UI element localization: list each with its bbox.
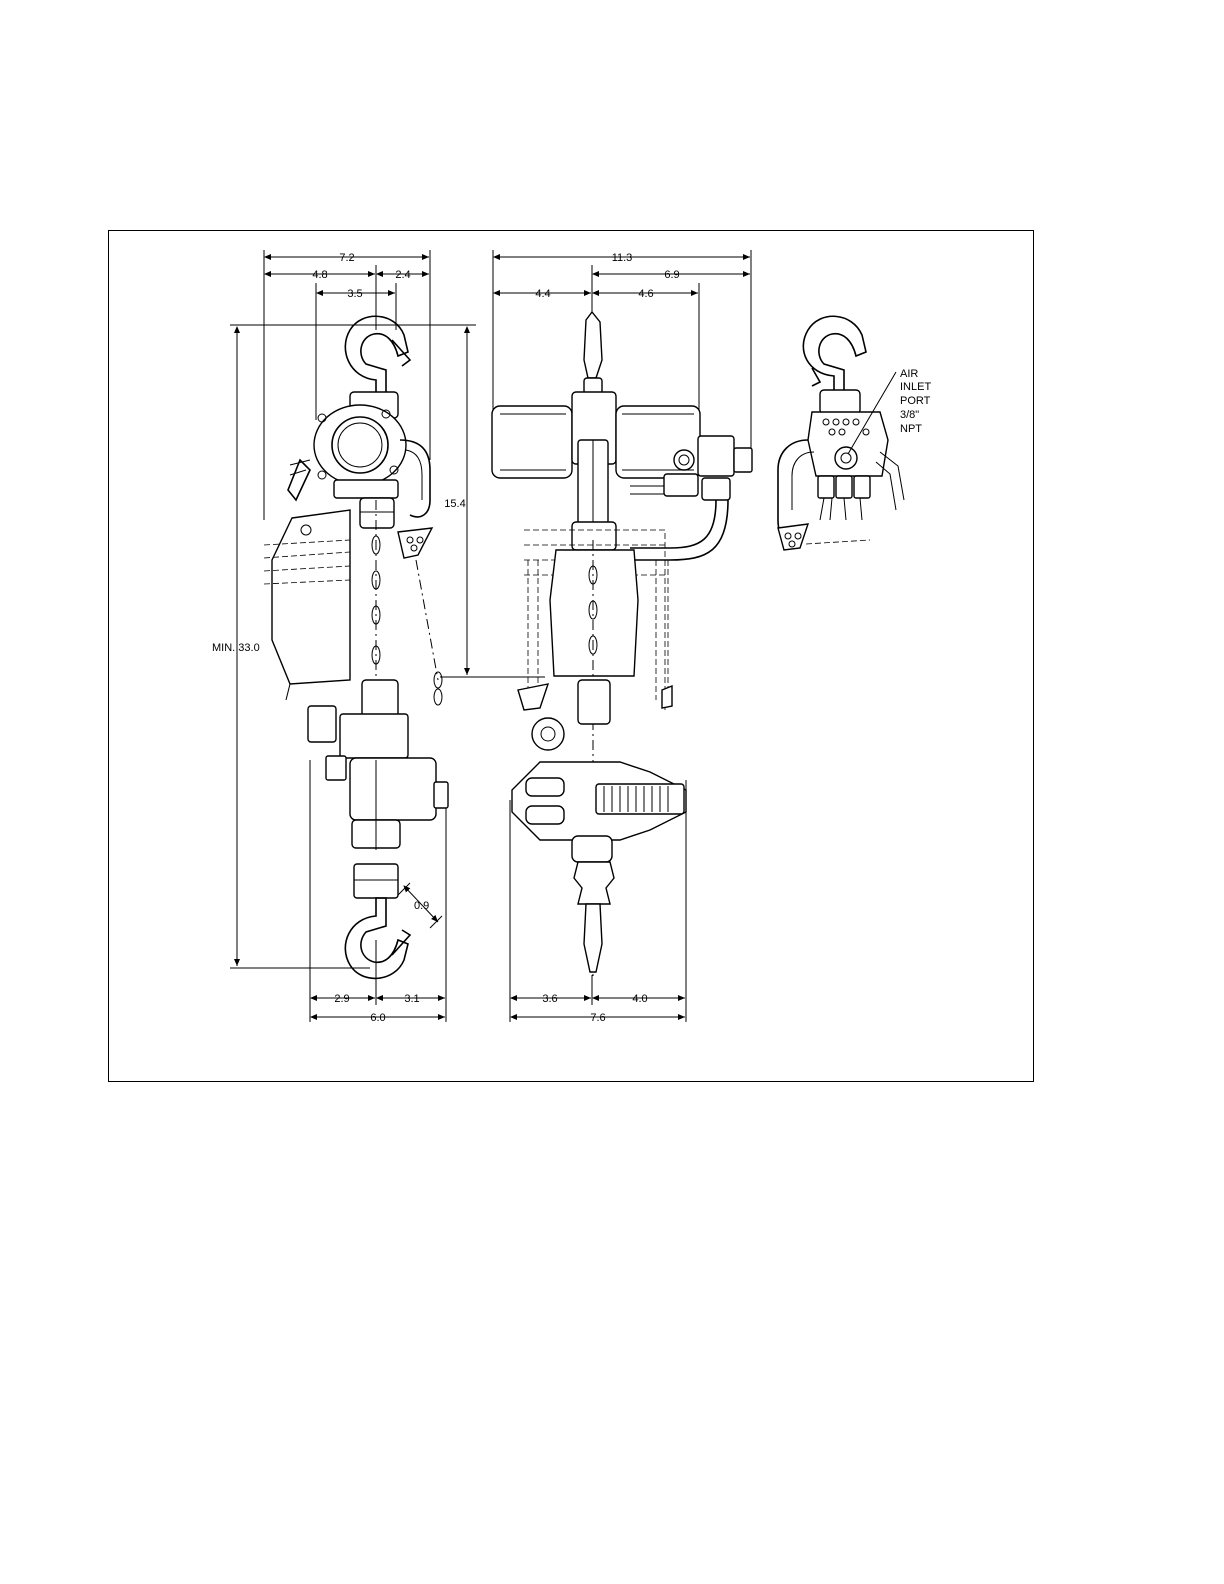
dim-front-left-mid: 4.4 — [535, 288, 550, 300]
air-inlet-callout-line3: PORT — [900, 395, 931, 407]
front-view — [440, 250, 752, 1022]
air-inlet-callout-line4: 3/8" — [900, 409, 919, 421]
air-inlet-callout-line2: INLET — [900, 381, 931, 393]
dim-side-left-bottom: 2.9 — [334, 993, 349, 1005]
dim-side-height: MIN. 33.0 — [212, 642, 260, 654]
dim-side-hook-width: 3.5 — [347, 288, 362, 300]
air-inlet-callout-line5: NPT — [900, 423, 922, 435]
dim-front-left-bottom: 3.6 — [542, 993, 557, 1005]
dim-side-overall-top: 7.2 — [339, 252, 354, 264]
dim-front-overall-top: 11.3 — [612, 252, 633, 264]
dim-side-left-top: 4.8 — [312, 269, 327, 281]
dim-side-right-bottom: 3.1 — [404, 993, 419, 1005]
dim-front-right-top: 6.9 — [664, 269, 679, 281]
dim-side-overall-bottom: 6.0 — [370, 1012, 385, 1024]
rear-view — [778, 316, 904, 550]
dim-front-right-bottom: 4.0 — [632, 993, 647, 1005]
air-inlet-callout-line1: AIR — [900, 368, 918, 380]
dim-front-right-mid: 4.6 — [638, 288, 653, 300]
dim-side-right-top: 2.4 — [395, 269, 410, 281]
dim-front-height: 15.4 — [444, 498, 465, 510]
dim-front-overall-bottom: 7.6 — [590, 1012, 605, 1024]
dim-hook-throat: 0.9 — [414, 900, 429, 912]
side-view — [230, 250, 476, 1022]
